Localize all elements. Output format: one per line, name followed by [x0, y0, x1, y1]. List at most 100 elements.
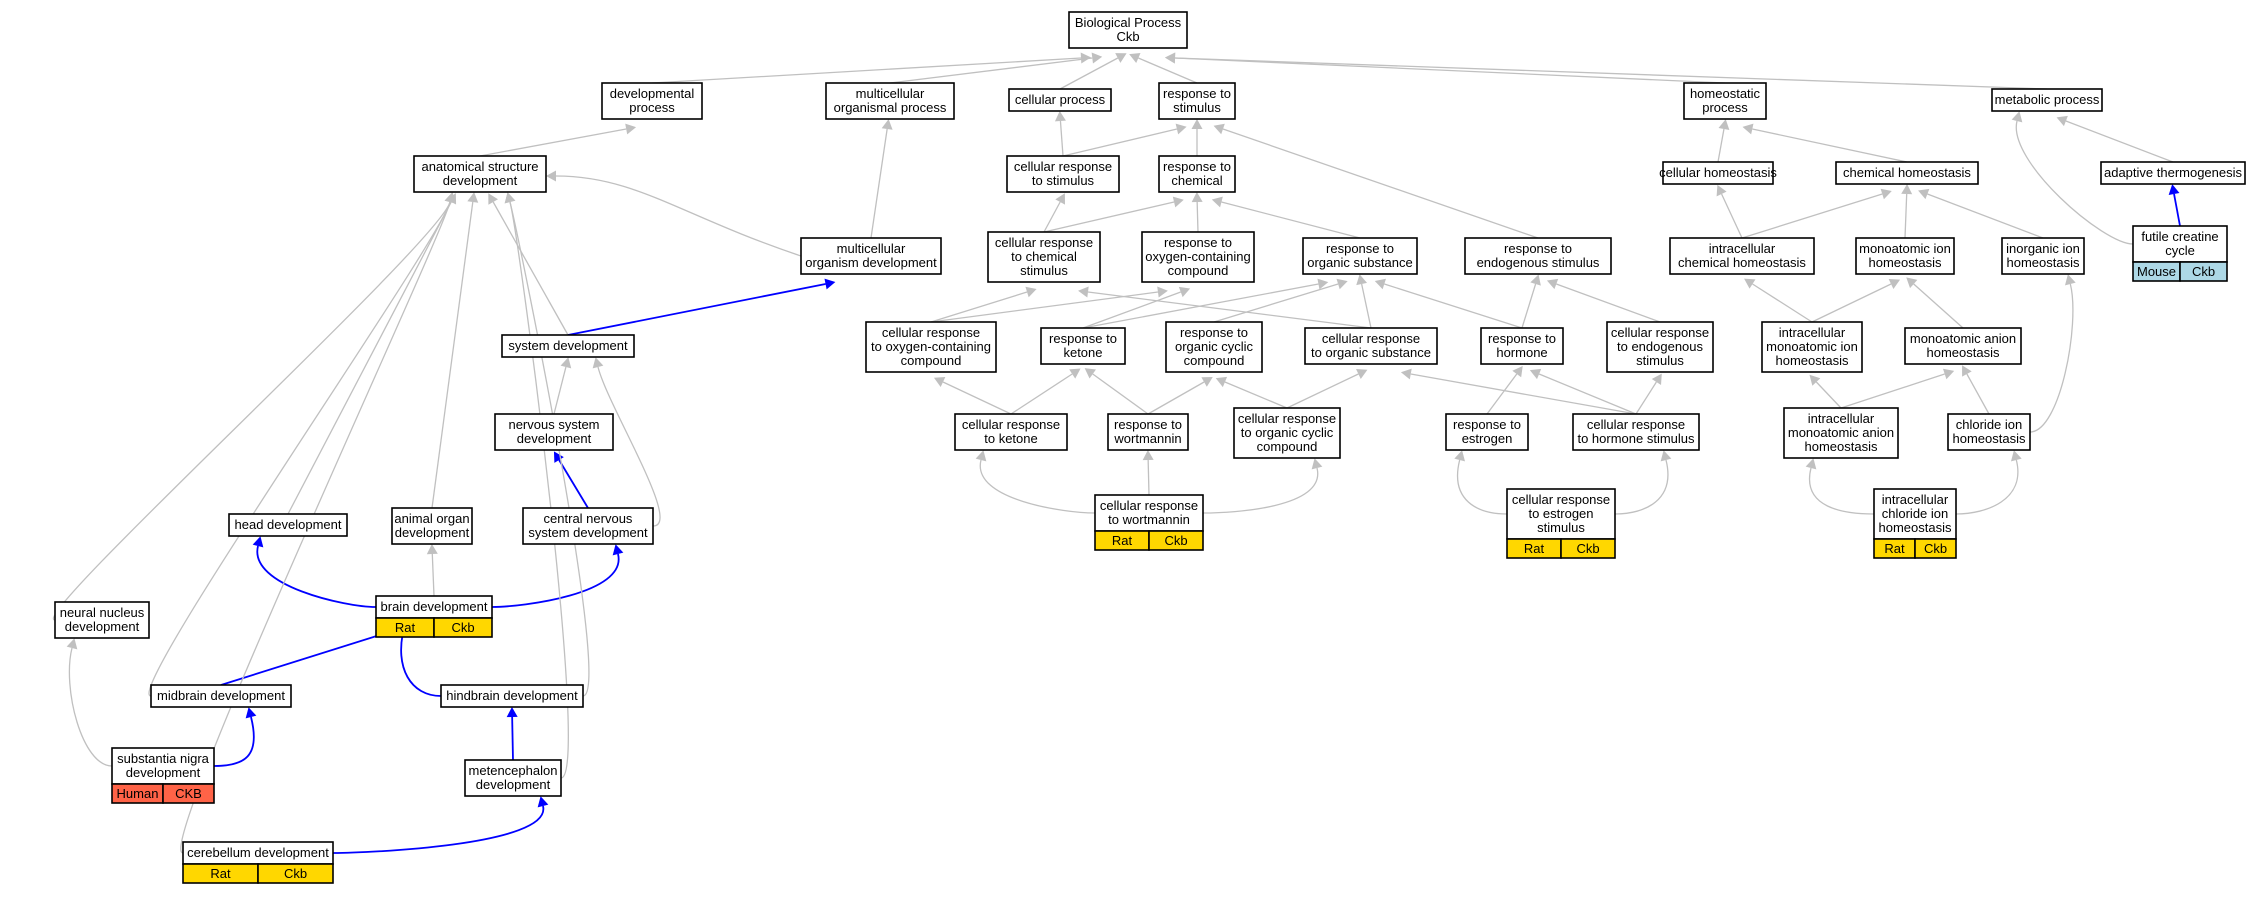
edge-hinddev-to-braindev — [400, 627, 442, 697]
go-term-label: Biological Process — [1075, 15, 1182, 30]
go-term-braindev[interactable]: brain development — [375, 595, 493, 619]
go-term-label: monoatomic anion — [1910, 331, 2016, 346]
go-term-box — [1006, 155, 1120, 193]
go-term-adaptive[interactable]: adaptive thermogenesis — [2100, 161, 2246, 185]
edge-anat-to-devproc — [479, 128, 627, 157]
go-term-label: endogenous stimulus — [1477, 255, 1600, 270]
go-term-sysdev[interactable]: system development — [501, 334, 635, 358]
go-term-middev[interactable]: midbrain development — [150, 684, 292, 708]
go-term-label: intracellular — [1709, 241, 1776, 256]
go-term-label: to endogenous — [1617, 339, 1704, 354]
go-term-box — [1445, 413, 1529, 451]
arrowhead-cellhomeo-to-homeoproc — [1718, 119, 1730, 130]
go-term-label: response to — [1163, 159, 1231, 174]
arrowhead-adaptive-to-metab — [2056, 115, 2068, 127]
go-term-label: homeostasis — [1879, 520, 1952, 535]
edge-sysdev-to-anat — [492, 201, 569, 336]
go-term-box — [1068, 11, 1188, 49]
edge-futile-to-adaptive — [2173, 193, 2181, 227]
go-term-headdev[interactable]: head development — [228, 513, 348, 537]
edge-intrachlor-to-intraanion — [1808, 467, 1875, 515]
arrowhead-intramono-to-monoion — [1888, 279, 1901, 289]
edge-intrachlor-to-chloride — [1955, 459, 2019, 515]
go-term-label: chemical — [1171, 173, 1222, 188]
go-term-box — [1572, 413, 1700, 451]
go-term-cellproc[interactable]: cellular process — [1008, 88, 1112, 112]
go-term-cellhomeo[interactable]: cellular homeostasis — [1659, 161, 1777, 185]
go-term-box — [1904, 327, 2022, 365]
gene-label: Ckb — [451, 620, 474, 635]
go-term-box — [825, 82, 955, 120]
edge-cellhomeo-to-homeoproc — [1717, 128, 1725, 163]
edge-cellrespestro-to-cellresphorm — [1614, 459, 1669, 515]
go-term-metab[interactable]: metabolic process — [1991, 88, 2103, 112]
go-term-label: cellular response — [1322, 331, 1420, 346]
edge-cellresporg-to-cellrespchem — [1087, 291, 1372, 329]
arrowhead-braindev-to-organdev — [426, 544, 438, 555]
go-term-label: response to — [1453, 417, 1521, 432]
species-label: Mouse — [2137, 264, 2176, 279]
edge-resphorm-to-resporg — [1384, 283, 1523, 329]
arrowhead-braindev-to-headdev — [252, 536, 264, 548]
arrowhead-resphorm-to-resporg — [1374, 278, 1386, 290]
arrowhead-cnsdev-to-sysdev — [592, 357, 604, 369]
gene-label: Ckb — [1576, 541, 1599, 556]
edge-multiorg-to-multiproc — [870, 128, 888, 239]
go-term-hinddev[interactable]: hindbrain development — [440, 684, 584, 708]
go-term-box — [1040, 327, 1126, 365]
arrowhead-cellrespchem-to-respchem — [1172, 196, 1184, 208]
go-term-box — [1141, 231, 1255, 283]
go-term-cerebdev[interactable]: cerebellum development — [182, 841, 334, 865]
arrowhead-respchem-to-respstim — [1191, 119, 1203, 129]
arrowhead-snigra-to-middev — [245, 707, 257, 719]
go-term-label: inorganic ion — [2006, 241, 2080, 256]
go-term-chemhomeo[interactable]: chemical homeostasis — [1835, 161, 1979, 185]
go-term-label: chloride ion — [1956, 417, 2023, 432]
go-term-box — [1506, 488, 1616, 540]
go-term-box — [150, 684, 292, 708]
go-term-label: homeostatic — [1690, 86, 1761, 101]
go-term-label: to ketone — [984, 431, 1038, 446]
